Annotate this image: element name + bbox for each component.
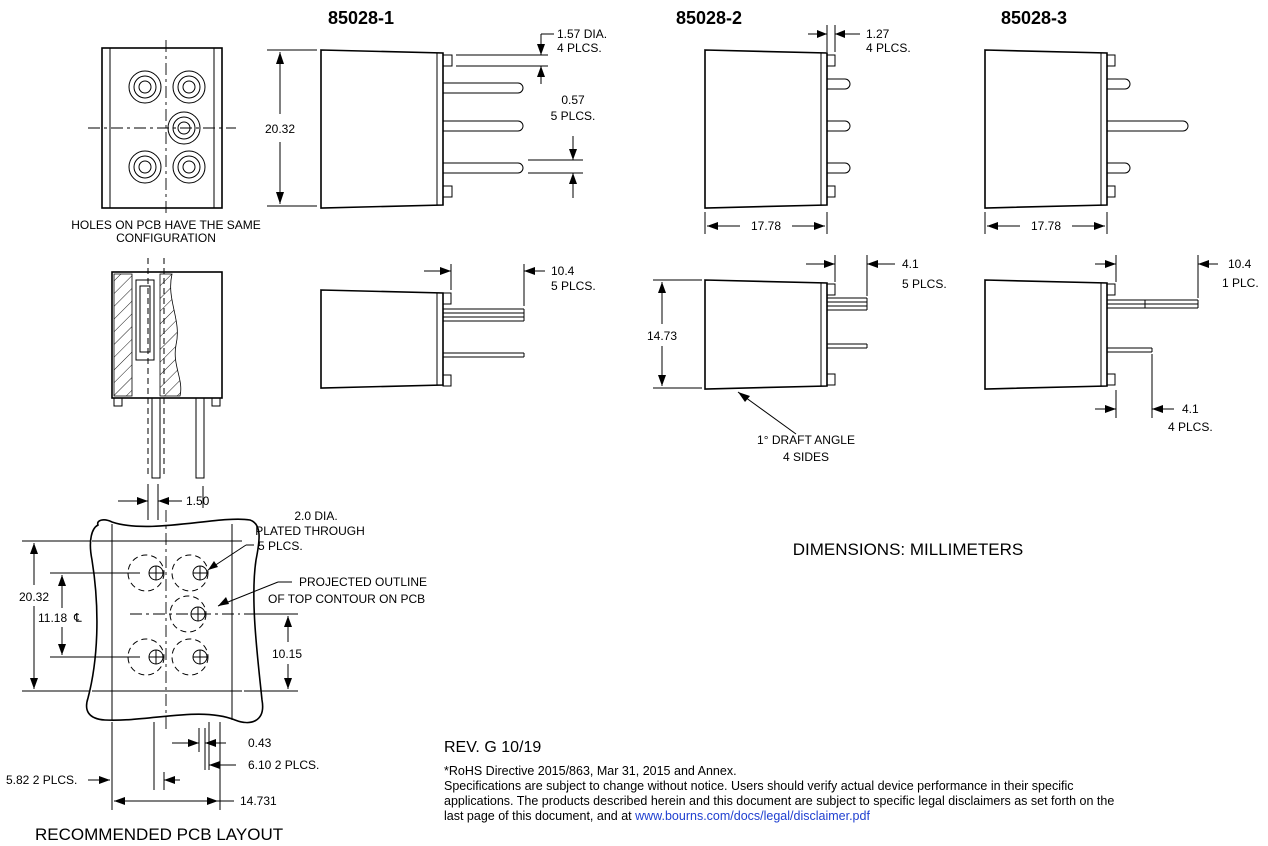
pcb-hole	[171, 554, 209, 592]
dim-10.4-b	[1095, 255, 1218, 298]
section-view	[111, 258, 223, 479]
dim-10.15-label: 10.15	[272, 647, 302, 661]
socket-hole	[167, 111, 201, 145]
socket-hole	[128, 150, 162, 184]
dim-10.4-b-label: 10.4	[1228, 257, 1252, 271]
dim-14.731	[114, 722, 234, 810]
bottom-view-85028-3	[984, 279, 1199, 390]
dim-1.57-leader	[456, 33, 554, 84]
bottom-view-85028-1	[320, 289, 525, 389]
dim-1.27-leader	[808, 25, 860, 52]
draft-angle-leader	[737, 391, 797, 435]
dim-11.18-label: 11.18	[38, 611, 67, 625]
revision: REV. G 10/19	[444, 739, 542, 756]
dim-5.82	[88, 722, 180, 810]
socket-hole	[128, 70, 162, 104]
dim-14.73-label: 14.73	[647, 329, 677, 343]
dim-4.1-b-plcs: 4 PLCS.	[1168, 420, 1213, 434]
projected-outline-line2: OF TOP CONTOUR ON PCB	[268, 592, 425, 606]
dim-14.73	[653, 279, 702, 389]
dim-1.57-label: 1.57 DIA.	[557, 27, 607, 41]
holes-note-line2: CONFIGURATION	[116, 231, 216, 245]
dia-2.0-line1: 2.0 DIA.	[294, 509, 337, 523]
dim-20.32-vertical	[267, 49, 317, 207]
rohs-note: *RoHS Directive 2015/863, Mar 31, 2015 a…	[444, 764, 737, 778]
part-title-85028-1: 85028-1	[328, 8, 394, 28]
dim-6.10	[153, 722, 236, 790]
dim-4.1-a-label: 4.1	[902, 257, 919, 271]
part-title-85028-2: 85028-2	[676, 8, 742, 28]
pcb-hole	[127, 638, 165, 676]
part-title-85028-3: 85028-3	[1001, 8, 1067, 28]
dim-17.78-b-label: 17.78	[1031, 219, 1061, 233]
dim-4.1-a	[806, 255, 895, 296]
bottom-view-85028-2	[704, 279, 868, 390]
dim-20.32-label: 20.32	[265, 122, 295, 136]
dim-1.27-plcs: 4 PLCS.	[866, 41, 911, 55]
dim-17.78-a	[704, 212, 828, 234]
dim-17.78-a-label: 17.78	[751, 219, 781, 233]
side-view-85028-1	[320, 49, 524, 209]
footer-notes: REV. G 10/19 *RoHS Directive 2015/863, M…	[444, 738, 1268, 824]
dim-10.15	[244, 613, 298, 692]
disclaimer-link[interactable]: www.bourns.com/docs/legal/disclaimer.pdf	[635, 809, 870, 823]
dim-4.1-a-plcs: 5 PLCS.	[902, 277, 947, 291]
spec-line-3-text: last page of this document, and at	[444, 809, 632, 823]
dim-1.50-label: 1.50	[186, 494, 210, 508]
holes-note-line1: HOLES ON PCB HAVE THE SAME	[71, 218, 261, 232]
dim-11.18	[50, 572, 140, 658]
dim-1.27-label: 1.27	[866, 27, 890, 41]
projected-outline-line1: PROJECTED OUTLINE	[299, 575, 427, 589]
side-view-85028-2	[704, 49, 851, 209]
dim-6.10-label: 6.10 2 PLCS.	[248, 758, 319, 772]
dimensions-note: DIMENSIONS: MILLIMETERS	[793, 540, 1023, 559]
socket-hole	[172, 150, 206, 184]
dim-1.57-plcs: 4 PLCS.	[557, 41, 602, 55]
dia-2.0-line3: 5 PLCS.	[258, 539, 303, 553]
dim-0.57-plcs: 5 PLCS.	[551, 109, 596, 123]
dim-0.57-label: 0.57	[561, 93, 585, 107]
spec-line-2: applications. The products described her…	[444, 794, 1115, 808]
pcb-hole	[171, 638, 209, 676]
pcb-hole	[127, 554, 165, 592]
dim-10.4-a	[424, 264, 545, 306]
dim-20.32-pcb-label: 20.32	[19, 590, 49, 604]
pcb-layout-caption: RECOMMENDED PCB LAYOUT	[35, 825, 283, 844]
dim-0.57-leader	[528, 136, 583, 198]
dia-2.0-leader	[207, 544, 254, 571]
dim-17.78-b	[984, 212, 1108, 234]
side-view-85028-3	[984, 49, 1189, 209]
pcb-outline	[85, 510, 264, 730]
dim-10.4-b-plcs: 1 PLC.	[1222, 276, 1259, 290]
pcb-holes	[127, 554, 240, 676]
spec-line-1: Specifications are subject to change wit…	[444, 779, 1074, 793]
dim-10.4-a-plcs: 5 PLCS.	[551, 279, 596, 293]
dim-5.82-label: 5.82 2 PLCS.	[6, 773, 77, 787]
draft-note-line2: 4 SIDES	[783, 450, 829, 464]
socket-hole	[172, 70, 206, 104]
dim-1.50	[118, 484, 204, 520]
projected-outline-leader	[217, 581, 292, 607]
dim-20.32-pcb	[22, 540, 90, 692]
end-view-socket	[88, 40, 236, 216]
dim-4.1-b-label: 4.1	[1182, 402, 1199, 416]
draft-note-line1: 1° DRAFT ANGLE	[757, 433, 855, 447]
dim-10.4-a-label: 10.4	[551, 264, 575, 278]
centerline-symbol: ℄	[73, 611, 82, 625]
dim-14.731-label: 14.731	[240, 794, 277, 808]
dim-0.43-label: 0.43	[248, 736, 272, 750]
dia-2.0-line2: PLATED THROUGH	[255, 524, 365, 538]
dim-4.1-b	[1095, 354, 1174, 418]
dim-0.43	[172, 728, 226, 770]
spec-line-3: last page of this document, and at www.b…	[444, 809, 1268, 824]
